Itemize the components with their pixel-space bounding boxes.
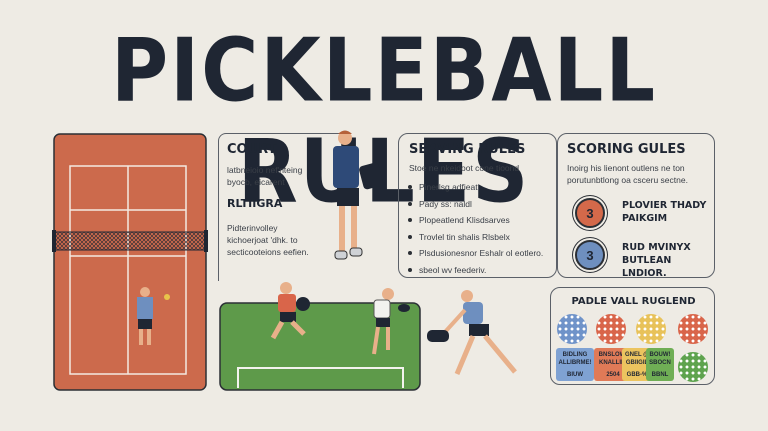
ball-red-icon xyxy=(678,314,708,344)
ball-green-icon xyxy=(678,352,708,382)
court-subtext: Pidterinvolley kichoerjoat 'dhk. to sect… xyxy=(227,223,309,257)
court-panel: COURT latbneioio nef'nteing byocb, eicar… xyxy=(218,133,340,281)
chip-text: BNSLOW! KNALLIBI xyxy=(598,352,628,366)
ball-yellow-icon xyxy=(636,314,666,344)
chip-text: GNEL @ GBIIGIL xyxy=(624,352,650,366)
serving-item: Trovlel tin shalis Rlsbelx xyxy=(405,229,543,246)
chip-text: BIDLING ALLIBRME! xyxy=(558,352,592,366)
chip-value: BIUW xyxy=(567,372,583,378)
serving-item: Pady ss: naldl xyxy=(405,196,543,213)
pickleball-court-illustration xyxy=(52,133,208,391)
court-subheading: RLTIIGRA xyxy=(227,197,283,210)
player-illustration xyxy=(333,130,383,260)
court-heading: COURT xyxy=(227,142,277,157)
ball-blue-icon xyxy=(557,314,587,344)
serving-item: Plsdusionesnor Eshalr ol eotlero. xyxy=(405,245,543,262)
scoring-row-label: PLOVIER THADY PAIKGIM xyxy=(622,200,707,224)
player-lunging-illustration xyxy=(427,290,517,375)
green-court-illustration xyxy=(219,282,421,391)
chip-text: BOUW! SBOCN xyxy=(649,352,671,366)
legend-chip: BOUW! SBOCN BBNL xyxy=(646,348,674,381)
serving-rules-panel: SERVING RULES Stoe ne nkeidoot cone tioo… xyxy=(398,133,557,278)
serving-heading: SERVING RULES xyxy=(409,142,526,157)
legend-chip: BIDLING ALLIBRME! BIUW xyxy=(556,348,594,381)
paddle-ball-legend-panel: PADLE VALL RUGLEND xyxy=(550,287,715,385)
serving-item: Pinerlsg adfieat xyxy=(405,179,543,196)
serving-item: Plopeatlend Klisdsarves xyxy=(405,212,543,229)
scoring-rules-panel: SCORING GULES Inoirg his lienont outlens… xyxy=(557,133,715,279)
scoring-intro: Inoirg his lienont outlens ne ton porutu… xyxy=(567,163,688,185)
page-title: PICKLEBALL RULES xyxy=(110,21,658,223)
scoring-heading: SCORING GULES xyxy=(567,142,686,157)
score-badge-blue: 3 xyxy=(575,240,605,270)
serving-list: Pinerlsg adfieat Pady ss: naldl Plopeatl… xyxy=(405,179,543,278)
chip-value: BBNL xyxy=(651,372,669,378)
court-text: latbneioio nef'nteing byocb, eicarent xyxy=(227,165,303,187)
legend-heading: PADLE VALL RUGLEND xyxy=(571,296,696,307)
chip-value: 2504 xyxy=(606,372,620,378)
serving-intro: Stoe ne nkeidoot cone tioond xyxy=(409,163,520,173)
ball-orange-icon xyxy=(596,314,626,344)
chip-value: GBB-% xyxy=(626,372,648,378)
serving-item: sbeol wv feederiv. xyxy=(405,262,543,279)
score-badge-orange: 3 xyxy=(575,198,605,228)
scoring-row-label: RUD MVINYX BUTLEAN LNDIOR. xyxy=(622,242,691,279)
